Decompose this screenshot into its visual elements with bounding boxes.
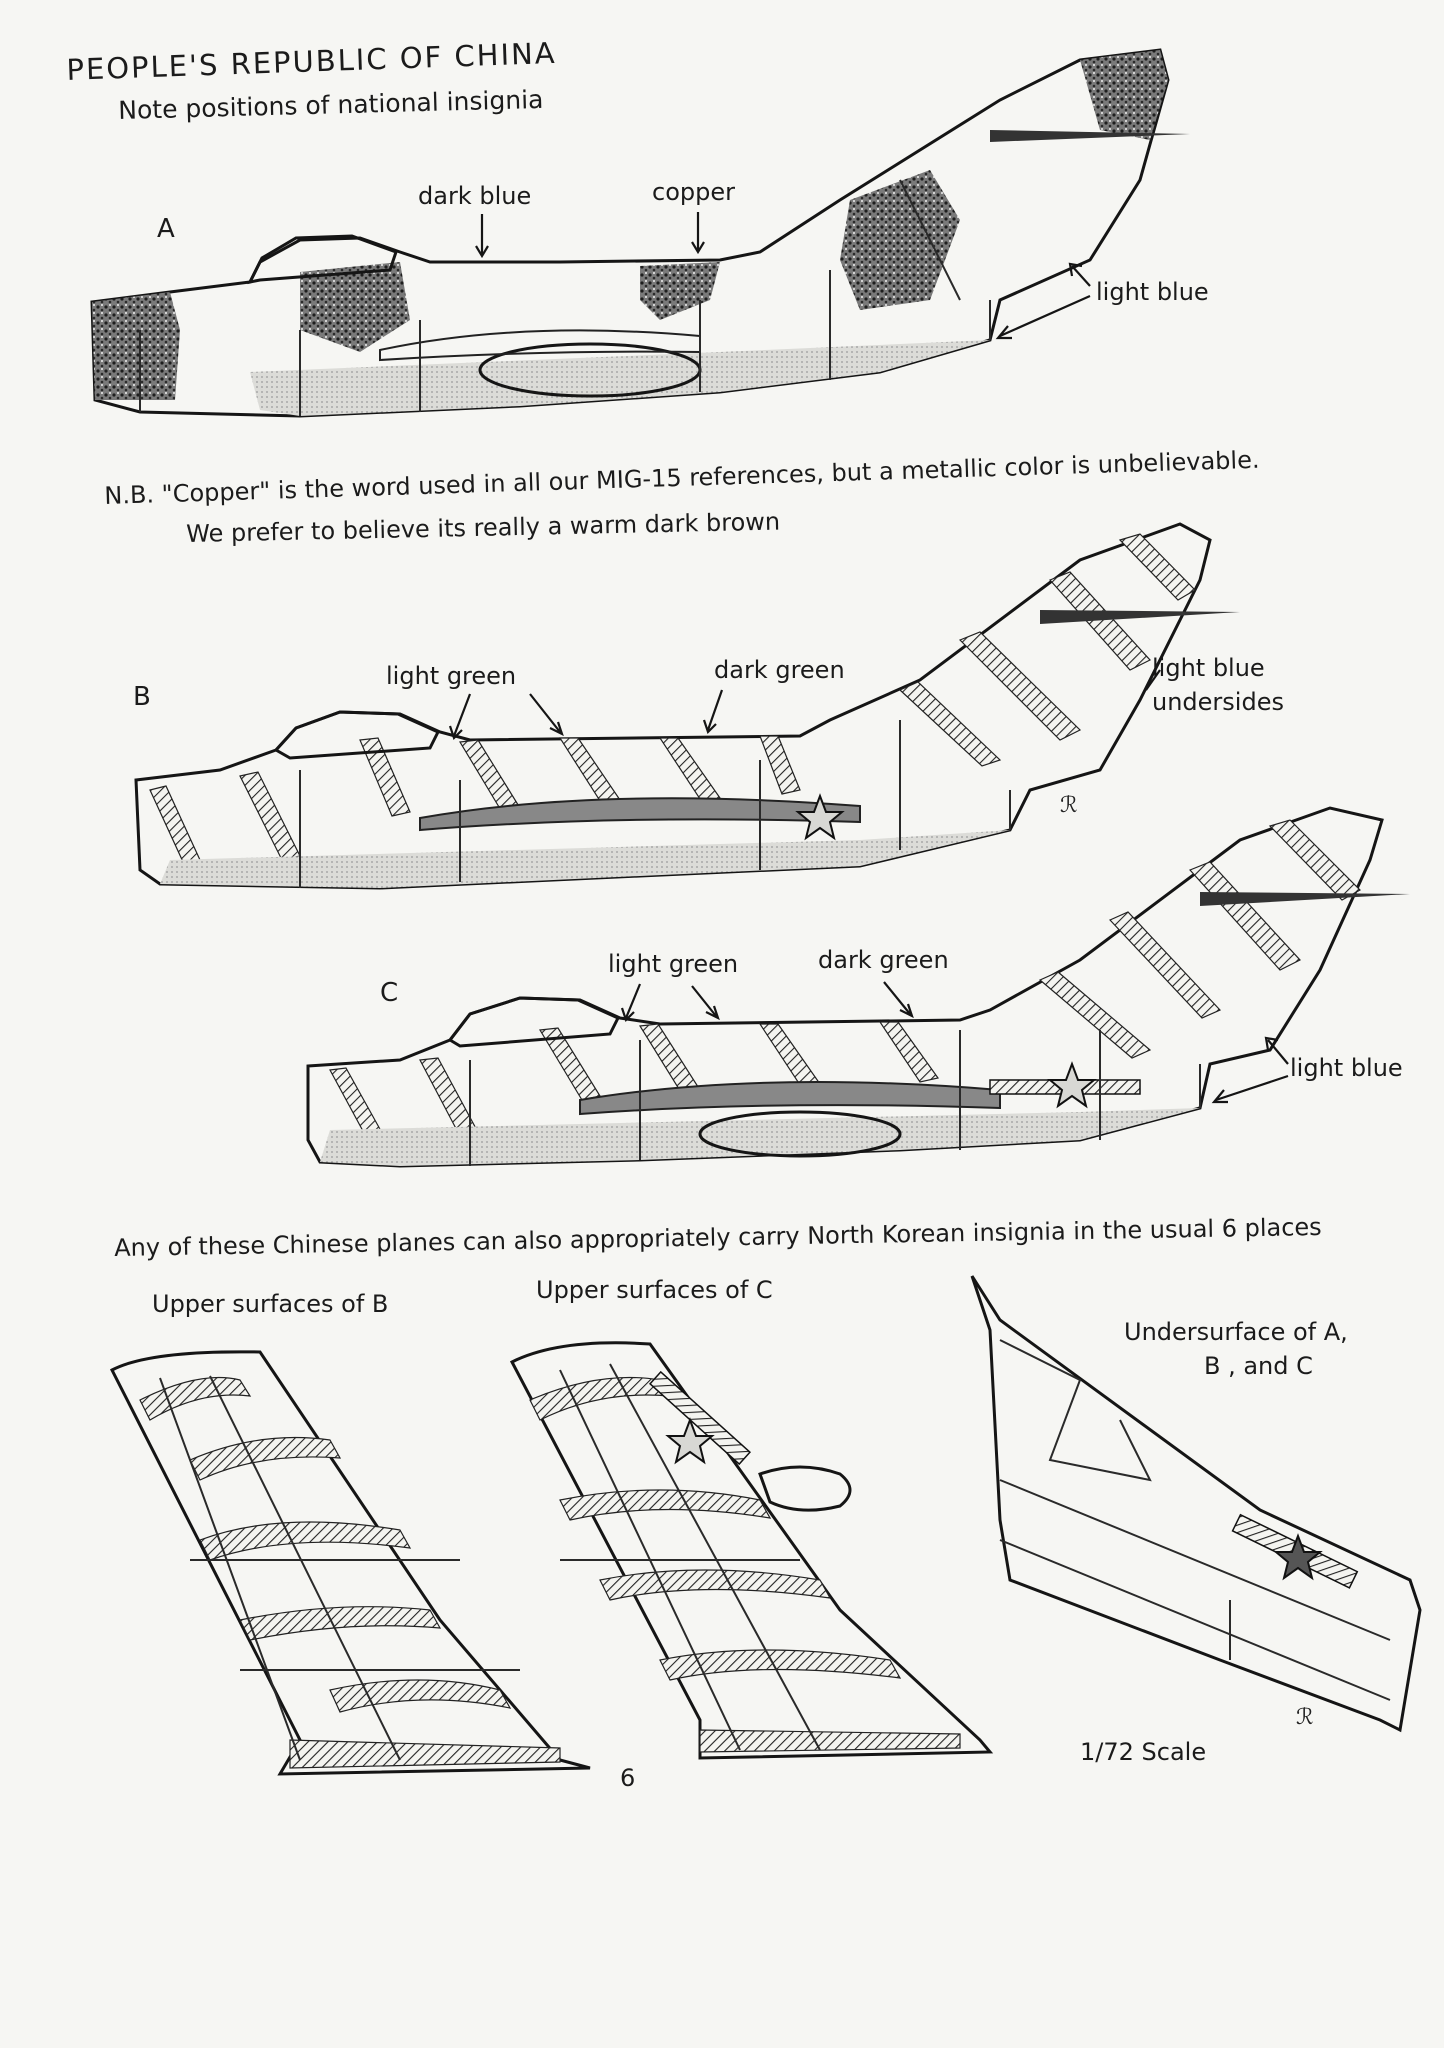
aircraft-a-tailplane — [990, 130, 1190, 142]
aircraft-c-tailplane — [1200, 892, 1410, 906]
aircraft-c-letter: C — [380, 978, 399, 1008]
label-light-green-c: light green — [608, 950, 739, 978]
aircraft-a-camo-2 — [640, 262, 720, 320]
arrow-dark-green-b — [702, 689, 724, 735]
aircraft-b-letter: B — [133, 682, 151, 712]
label-dark-green-b: dark green — [714, 656, 845, 684]
aircraft-a-canopy — [247, 234, 398, 285]
aircraft-b-canopy — [273, 710, 441, 760]
label-dark-green-c: dark green — [818, 946, 949, 974]
scale-label: 1/72 Scale — [1080, 1738, 1207, 1766]
wing-upper-c-stripes — [529, 1376, 961, 1753]
wing-upper-c — [509, 1341, 994, 1760]
wing-upper-c-insignia-bar — [648, 1370, 752, 1466]
aircraft-b-underside — [160, 830, 1010, 888]
aircraft-a-underside — [250, 340, 990, 416]
arrow-light-green-b-1 — [448, 693, 472, 741]
wing-upper-c-drop-tank — [758, 1465, 852, 1512]
aircraft-b-star-insignia — [795, 793, 845, 841]
artist-signature-b: ℛ — [1060, 793, 1078, 818]
aircraft-a-letter: A — [157, 214, 175, 244]
aircraft-c-canopy — [447, 996, 621, 1048]
wing-undersurface — [970, 1275, 1422, 1733]
arrow-light-green-c-1 — [620, 983, 642, 1023]
label-under-2: B , and C — [1204, 1352, 1313, 1380]
arrow-light-green-c-2 — [691, 985, 720, 1021]
arrow-light-blue-c-2 — [1211, 1074, 1289, 1104]
wing-upper-b — [109, 1350, 591, 1776]
wing-under-star-insignia — [1273, 1533, 1323, 1581]
aircraft-a-camo-4 — [1080, 50, 1168, 140]
arrow-dark-blue — [475, 214, 489, 259]
aircraft-b-tailplane — [1040, 610, 1240, 624]
wing-upper-c-star-insignia — [665, 1417, 715, 1465]
aircraft-a-camo-1 — [300, 262, 410, 352]
label-upper-c: Upper surfaces of C — [536, 1276, 773, 1304]
label-upper-b: Upper surfaces of B — [152, 1290, 389, 1318]
label-copper: copper — [652, 178, 735, 206]
label-under-1: Undersurface of A, — [1124, 1318, 1348, 1346]
arrow-dark-green-c — [883, 981, 914, 1019]
aircraft-c-star-insignia — [1047, 1061, 1097, 1109]
label-light-blue-a: light blue — [1096, 278, 1209, 306]
arrow-light-blue-b — [1145, 669, 1161, 691]
aircraft-a-camo-3 — [840, 170, 960, 310]
label-dark-blue: dark blue — [418, 182, 532, 210]
aircraft-b-wing — [419, 797, 861, 832]
aircraft-c-drop-tank — [698, 1110, 902, 1158]
label-light-blue-b: light blue — [1152, 654, 1265, 682]
aircraft-c-underside — [320, 1108, 1200, 1166]
arrow-light-blue-a-2 — [995, 294, 1091, 340]
page-number: 6 — [620, 1764, 636, 1792]
label-undersides-b: undersides — [1152, 688, 1284, 716]
label-light-blue-c: light blue — [1290, 1054, 1403, 1082]
arrow-light-blue-c-1 — [1264, 1036, 1289, 1065]
arrow-copper — [691, 212, 705, 255]
arrow-light-blue-a-1 — [1068, 262, 1091, 287]
wing-upper-b-stripes — [139, 1376, 561, 1769]
aircraft-b-stripes — [149, 533, 1196, 865]
aircraft-c-wing — [579, 1081, 1001, 1116]
arrow-light-green-b-2 — [529, 693, 564, 737]
label-light-green-b: light green — [386, 662, 517, 690]
aircraft-c-stripes — [329, 819, 1361, 1145]
artist-signature-under: ℛ — [1296, 1705, 1314, 1730]
aircraft-a-nose-camo — [92, 292, 180, 400]
